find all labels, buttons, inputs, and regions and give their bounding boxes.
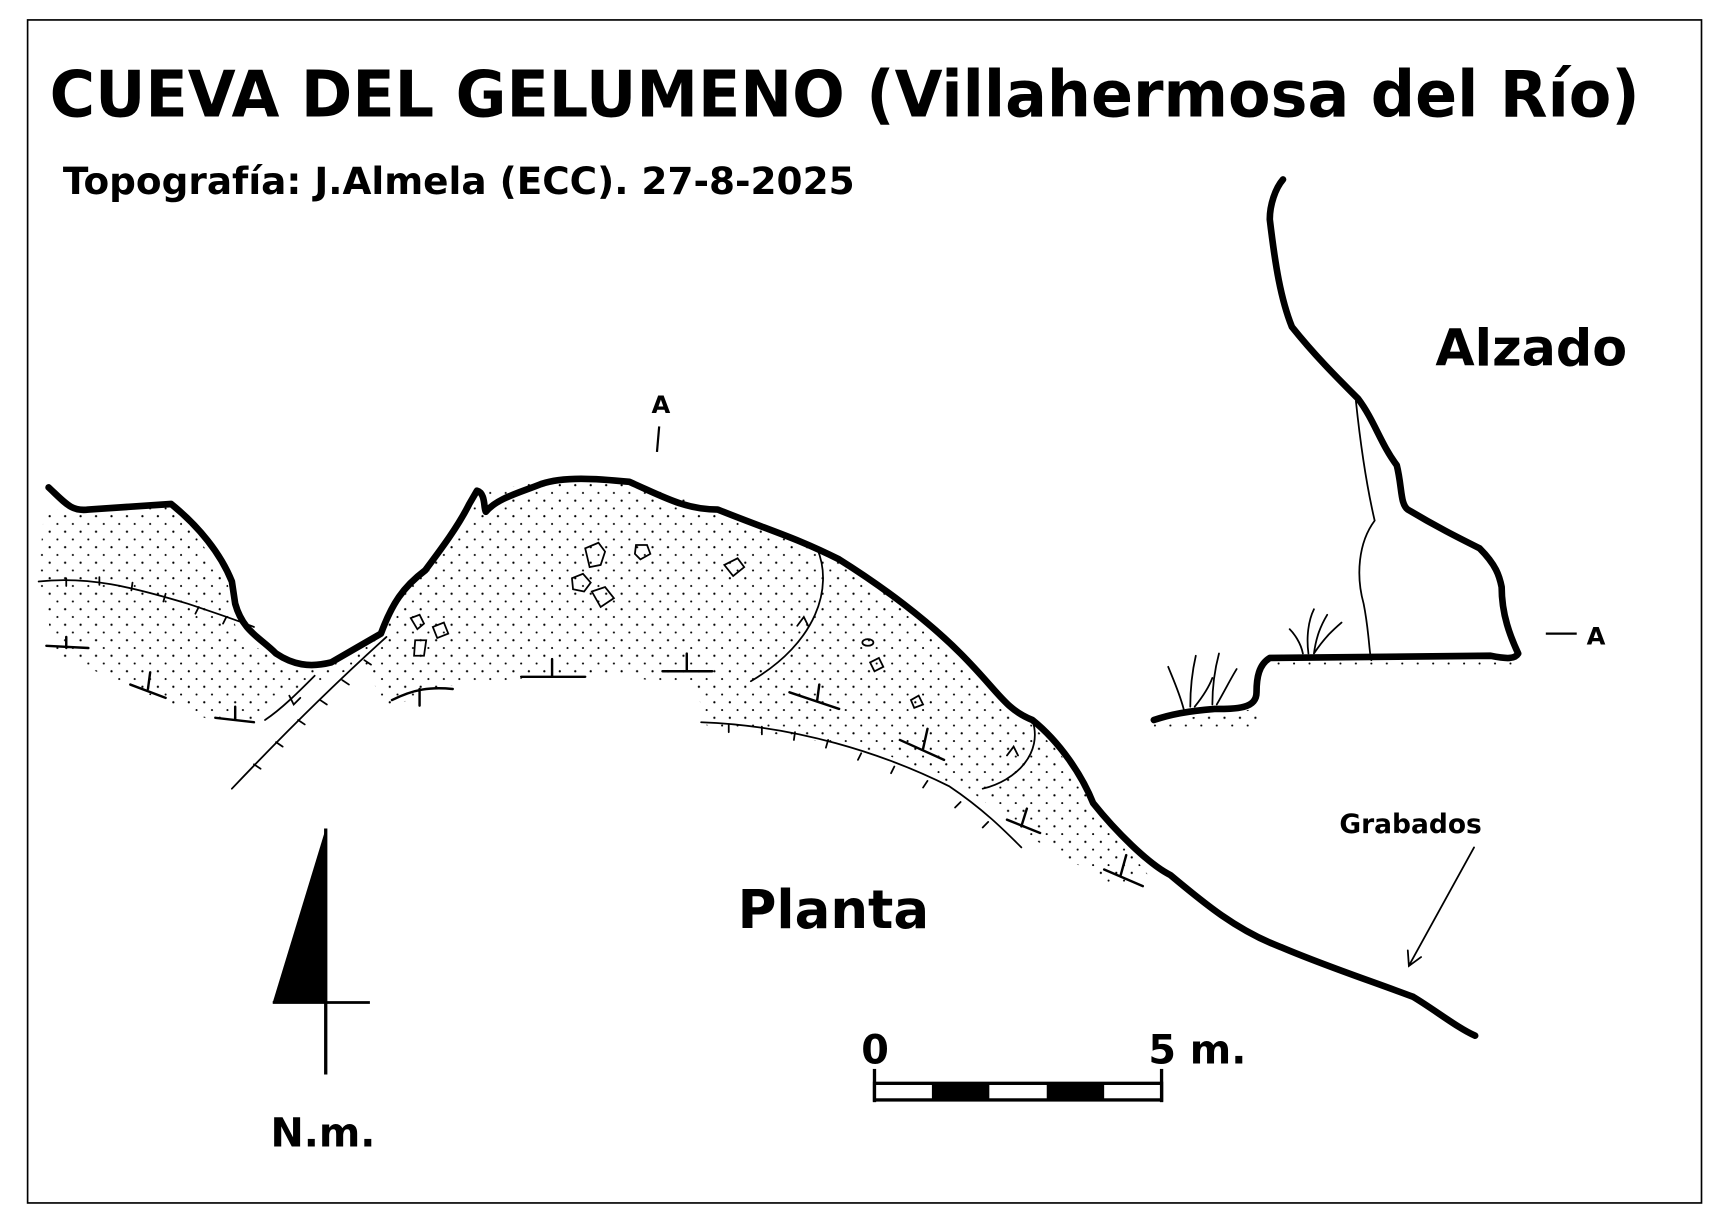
plan-label: Planta: [738, 879, 930, 941]
map-subtitle: Topografía: J.Almela (ECC). 27-8-2025: [63, 159, 855, 203]
north-arrow-icon: [272, 828, 370, 1075]
slope-line: [264, 674, 316, 721]
vegetation: [1167, 608, 1343, 710]
engravings-pointer-arrow: [1406, 846, 1475, 968]
engravings-label: Grabados: [1339, 809, 1481, 840]
elevation-cave-wall: [1150, 176, 1522, 724]
section-line-plan: [655, 426, 661, 453]
scale-start-label: 0: [861, 1027, 889, 1073]
slope-line: [981, 719, 1036, 790]
map-frame: [26, 19, 1703, 1204]
hachure-ticks: [65, 576, 990, 829]
ledge-line: [37, 579, 255, 628]
ledge-line: [700, 721, 1023, 849]
map-title: CUEVA DEL GELUMENO (Villahermosa del Río…: [50, 57, 1640, 132]
section-marker-plan: A: [651, 390, 670, 419]
north-label: N.m.: [271, 1110, 376, 1156]
elevation-label: Alzado: [1435, 318, 1627, 377]
plan-cave-wall: [45, 475, 1479, 1040]
scale-end-label: 5 m.: [1148, 1027, 1246, 1073]
ledge-ticks: [45, 635, 1145, 888]
boulders: [409, 541, 925, 709]
slope-arrows: [288, 615, 1019, 757]
sediment-fill-area: [38, 478, 1149, 887]
elevation-wall-line: [1355, 400, 1376, 662]
section-marker-elevation: A: [1587, 622, 1606, 651]
elevation-floor-sediment: [1153, 657, 1519, 727]
slope-line: [749, 547, 824, 683]
ledge-line: [230, 636, 388, 790]
scale-bar: [872, 1068, 1164, 1103]
